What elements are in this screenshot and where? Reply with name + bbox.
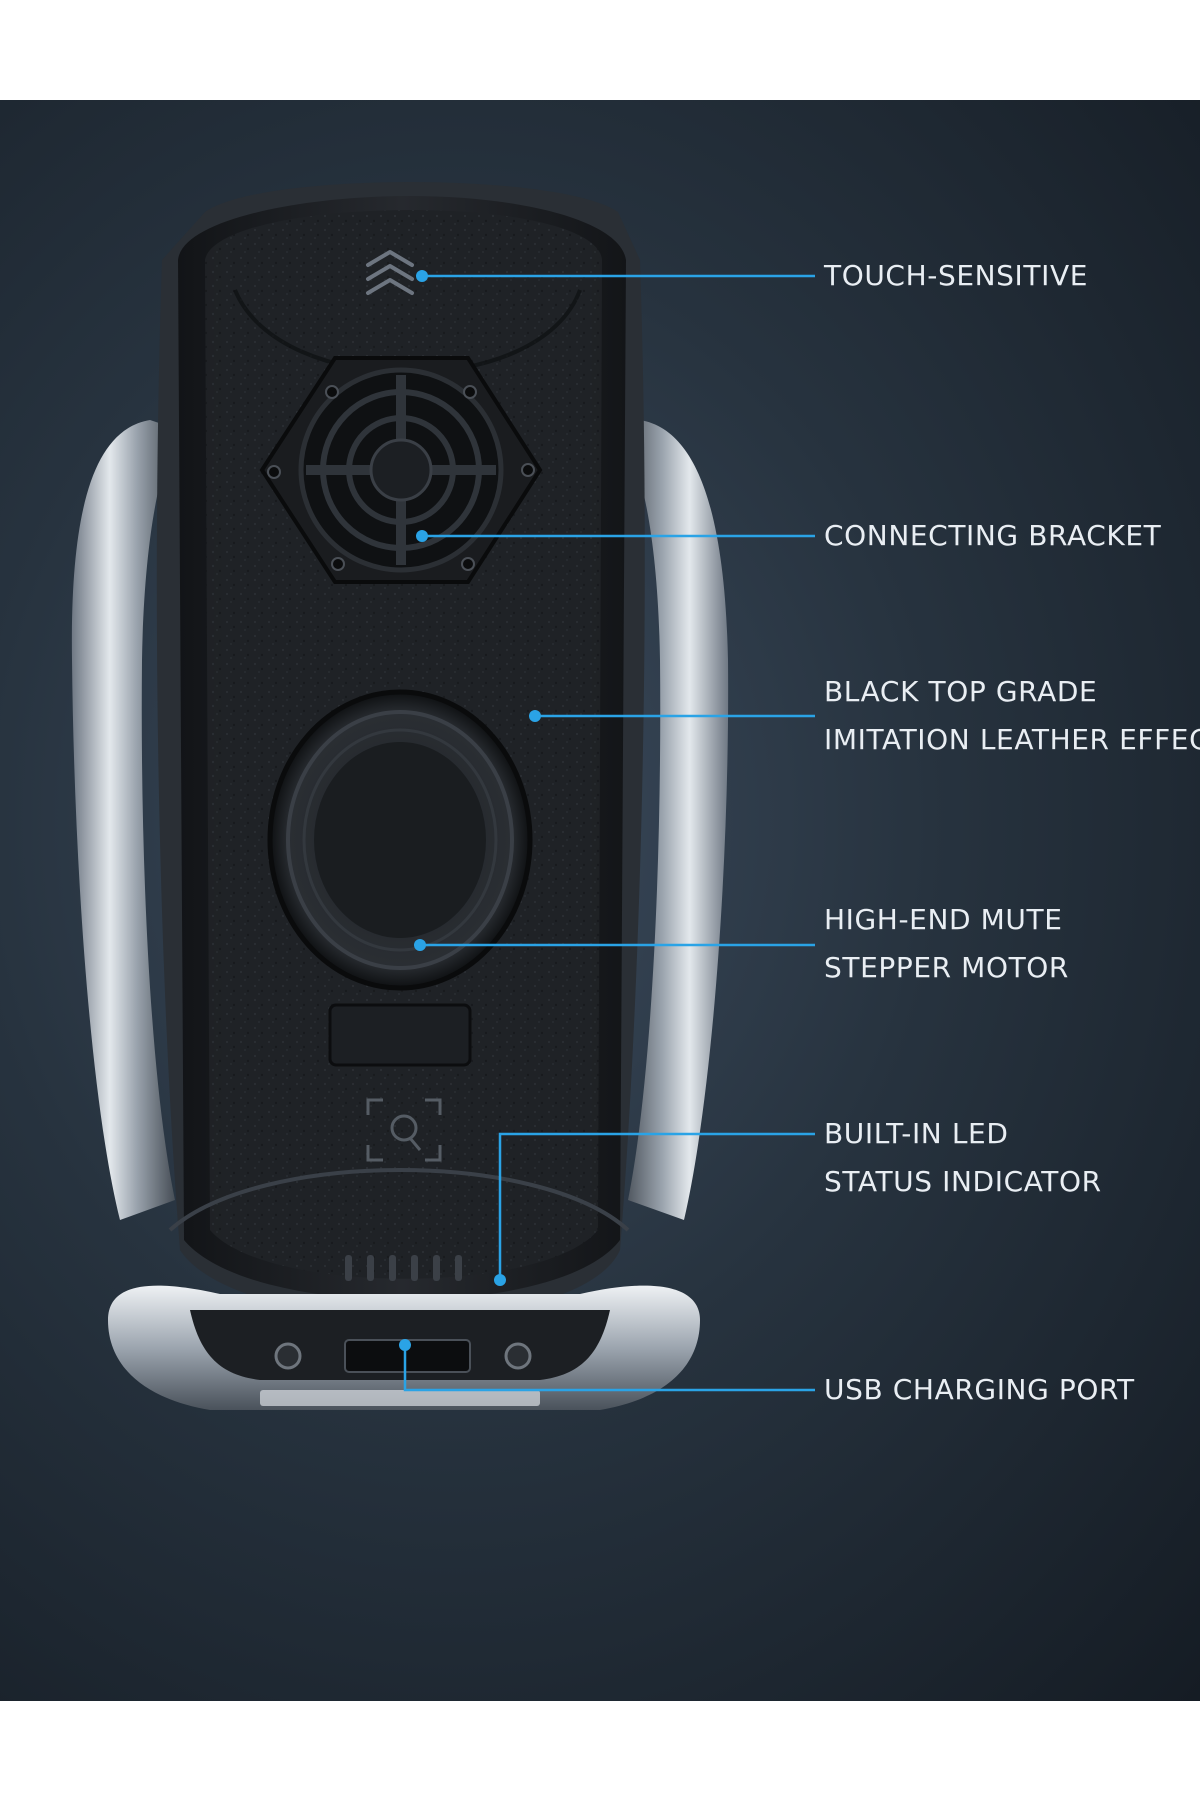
- car-phone-holder-image: [71, 182, 815, 1410]
- screw-icon: [267, 385, 535, 571]
- callout-line: IMITATION LEATHER EFFECT: [824, 723, 1200, 756]
- callout-line: STEPPER MOTOR: [824, 951, 1069, 984]
- callout-dots: [399, 270, 541, 1351]
- callout-lines: [403, 274, 815, 1392]
- callout-line: BLACK TOP GRADE: [824, 675, 1098, 708]
- callout-line: STATUS INDICATOR: [824, 1165, 1102, 1198]
- screw-icon: [504, 1342, 532, 1370]
- chevron-stack-icon: [366, 250, 414, 295]
- callout-line: HIGH-END MUTE: [824, 903, 1063, 936]
- callout-line: CONNECTING BRACKET: [824, 519, 1162, 552]
- callout-line: BUILT-IN LED: [824, 1117, 1009, 1150]
- vent-slots: [345, 1255, 462, 1281]
- callout-line: TOUCH-SENSITIVE: [824, 259, 1088, 292]
- callout-touch-sensitive: TOUCH-SENSITIVE: [824, 252, 1088, 300]
- callout-usb-port: USB CHARGING PORT: [824, 1366, 1135, 1414]
- connecting-bracket: [259, 356, 543, 584]
- screw-icon: [274, 1342, 302, 1370]
- callout-stepper-motor: HIGH-END MUTE STEPPER MOTOR: [824, 896, 1069, 992]
- callout-imitation-leather: BLACK TOP GRADE IMITATION LEATHER EFFECT: [824, 668, 1200, 764]
- face-scan-icon: [366, 1098, 442, 1162]
- left-grip-arm: [71, 420, 180, 1220]
- right-grip-arm: [618, 420, 729, 1220]
- callout-line: USB CHARGING PORT: [824, 1373, 1135, 1406]
- callout-led-indicator: BUILT-IN LED STATUS INDICATOR: [824, 1110, 1102, 1206]
- product-panel: TOUCH-SENSITIVE CONNECTING BRACKET BLACK…: [0, 100, 1200, 1701]
- callout-connecting-bracket: CONNECTING BRACKET: [824, 512, 1161, 560]
- stepper-motor-disc: [267, 689, 533, 1067]
